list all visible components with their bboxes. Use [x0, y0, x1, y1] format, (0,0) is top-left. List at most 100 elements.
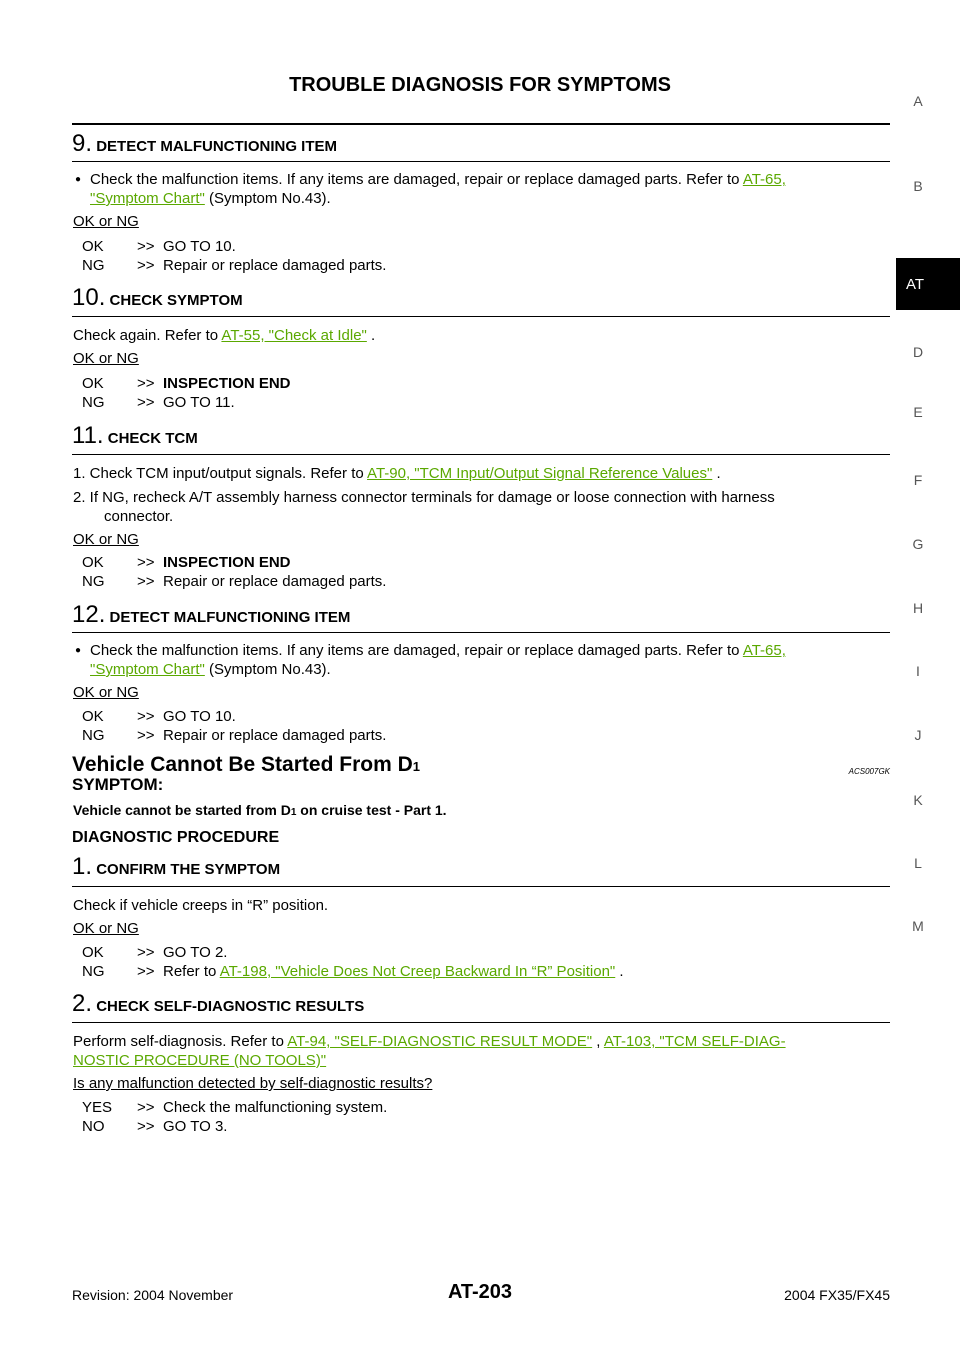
resp-arrow: >> — [137, 963, 155, 980]
step-11-heading: 11. CHECK TCM — [72, 422, 198, 450]
response-ok: OK>>INSPECTION END — [82, 553, 291, 572]
diag-step-2-text: Perform self-diagnosis. Refer to AT-94, … — [73, 1032, 786, 1051]
symptom-text-sub: 1 — [290, 807, 297, 818]
divider — [72, 886, 890, 887]
resp-value: GO TO 11. — [163, 394, 235, 411]
malfunction-question: Is any malfunction detected by self-diag… — [73, 1075, 433, 1092]
step-10-instruction: Check again. Refer to — [73, 327, 222, 344]
ok-ng-label: OK or NG — [73, 213, 139, 230]
step-9-after: (Symptom No.43). — [204, 190, 331, 207]
step-10-heading: 10. CHECK SYMPTOM — [72, 284, 243, 312]
response-ng: NG>>GO TO 11. — [82, 393, 235, 412]
link-at-65[interactable]: AT-65, — [742, 642, 786, 659]
footer-model: 2004 FX35/FX45 — [784, 1287, 890, 1303]
response-no: NO >> GO TO 3. — [82, 1117, 227, 1136]
link-symptom-chart[interactable]: "Symptom Chart" — [90, 661, 205, 678]
section-heading-sub: 1 — [412, 759, 420, 774]
step-12-text-line2: "Symptom Chart" (Symptom No.43). — [90, 660, 331, 679]
ok-ng-label: OK or NG — [73, 531, 139, 548]
step-10-title: CHECK SYMPTOM — [109, 292, 243, 309]
diag-step-2-title: CHECK SELF-DIAGNOSTIC RESULTS — [96, 998, 365, 1015]
link-at-55[interactable]: AT-55, "Check at Idle" — [221, 327, 367, 344]
diag-step-1-text: Check if vehicle creeps in “R” position. — [73, 897, 329, 914]
link-at-65[interactable]: AT-65, — [742, 171, 786, 188]
response-ng: NG>>Repair or replace damaged parts. — [82, 572, 386, 591]
resp-arrow: >> — [137, 238, 155, 255]
divider — [72, 161, 890, 162]
ok-ng-label: OK or NG — [73, 920, 139, 937]
side-tab-at[interactable]: AT — [896, 258, 960, 310]
resp-key: OK — [82, 708, 104, 725]
step-9-instruction: Check the malfunction items. If any item… — [90, 171, 743, 188]
side-tab-j[interactable]: J — [914, 727, 922, 743]
side-tab-m[interactable]: M — [912, 918, 924, 934]
step-12-after: (Symptom No.43). — [204, 661, 331, 678]
response-ng: NG >> Refer to AT-198, "Vehicle Does Not C… — [82, 962, 624, 981]
resp-key: OK — [82, 238, 104, 255]
section-code: ACS007GK — [848, 767, 890, 776]
step-12-text: Check the malfunction items. If any item… — [90, 641, 786, 660]
resp-key: NO — [82, 1118, 105, 1135]
resp-value: Check the malfunctioning system. — [163, 1099, 388, 1116]
side-tab-k[interactable]: K — [913, 792, 923, 808]
side-tab-i[interactable]: I — [916, 663, 920, 679]
link-at-103[interactable]: AT-103, "TCM SELF-DIAG- — [603, 1033, 786, 1050]
step-9-title: DETECT MALFUNCTIONING ITEM — [96, 138, 338, 155]
symptom-text: Vehicle cannot be started from D1 on cru… — [73, 801, 447, 822]
section-heading: Vehicle Cannot Be Started From D1 — [72, 753, 420, 777]
step-12-number: 12. — [72, 601, 106, 628]
link-symptom-chart[interactable]: "Symptom Chart" — [90, 190, 205, 207]
link-at-103-cont[interactable]: NOSTIC PROCEDURE (NO TOOLS)" — [73, 1052, 327, 1069]
side-tab-l[interactable]: L — [914, 855, 922, 871]
side-tab-a[interactable]: A — [913, 93, 923, 109]
divider — [72, 1022, 890, 1023]
diag-step-1-number: 1. — [72, 853, 93, 880]
page-number: AT-203 — [447, 1281, 513, 1303]
resp-arrow: >> — [137, 375, 155, 392]
diagnostic-procedure-label: DIAGNOSTIC PROCEDURE — [72, 829, 280, 846]
diag-step-2-number: 2. — [72, 990, 93, 1017]
diag-step-1-heading: 1. CONFIRM THE SYMPTOM — [72, 853, 280, 881]
step-9-text-line2: "Symptom Chart" (Symptom No.43). — [90, 189, 331, 208]
step-11-item-2-cont: connector. — [104, 508, 174, 525]
side-tab-d[interactable]: D — [912, 344, 924, 360]
link-at-94[interactable]: AT-94, "SELF-DIAGNOSTIC RESULT MODE" — [287, 1033, 593, 1050]
side-tab-g[interactable]: G — [912, 536, 924, 552]
resp-arrow: >> — [137, 394, 155, 411]
response-ng: NG>>Repair or replace damaged parts. — [82, 726, 386, 745]
side-tab-b[interactable]: B — [913, 178, 923, 194]
resp-value: INSPECTION END — [163, 554, 291, 571]
step-10-number: 10. — [72, 284, 106, 311]
response-ok: OK>>GO TO 2. — [82, 943, 227, 962]
divider — [72, 632, 890, 633]
side-tab-h[interactable]: H — [912, 600, 924, 616]
resp-value: GO TO 10. — [163, 708, 236, 725]
resp-key: YES — [82, 1099, 113, 1116]
resp-key: NG — [82, 727, 105, 744]
link-at-198[interactable]: AT-198, "Vehicle Does Not Creep Backward… — [219, 963, 616, 980]
resp-value: Refer to — [163, 963, 220, 980]
side-tab-e[interactable]: E — [913, 404, 923, 420]
response-ng: NG>>Repair or replace damaged parts. — [82, 256, 386, 275]
resp-arrow: >> — [137, 708, 155, 725]
footer-revision: Revision: 2004 November — [72, 1287, 234, 1303]
step-11-number: 11. — [72, 422, 104, 449]
resp-key: NG — [82, 573, 105, 590]
response-ok: OK>>INSPECTION END — [82, 374, 291, 393]
resp-key: OK — [82, 944, 104, 961]
resp-value: GO TO 3. — [163, 1118, 228, 1135]
side-tab-at-label: AT — [906, 276, 925, 293]
resp-key: NG — [82, 963, 105, 980]
resp-arrow: >> — [137, 1099, 155, 1116]
side-tab-f[interactable]: F — [913, 472, 923, 488]
resp-arrow: >> — [137, 1118, 155, 1135]
resp-value: GO TO 2. — [163, 944, 228, 961]
step-9-number: 9. — [72, 130, 93, 157]
diag-step-2-instruction: Perform self-diagnosis. Refer to — [73, 1033, 288, 1050]
resp-value: GO TO 10. — [163, 238, 236, 255]
link-at-90[interactable]: AT-90, "TCM Input/Output Signal Referenc… — [367, 465, 713, 482]
step-11-item-2: 2. If NG, recheck A/T assembly harness c… — [73, 489, 775, 506]
resp-arrow: >> — [137, 257, 155, 274]
resp-key: NG — [82, 257, 105, 274]
step-11-title: CHECK TCM — [107, 430, 198, 447]
